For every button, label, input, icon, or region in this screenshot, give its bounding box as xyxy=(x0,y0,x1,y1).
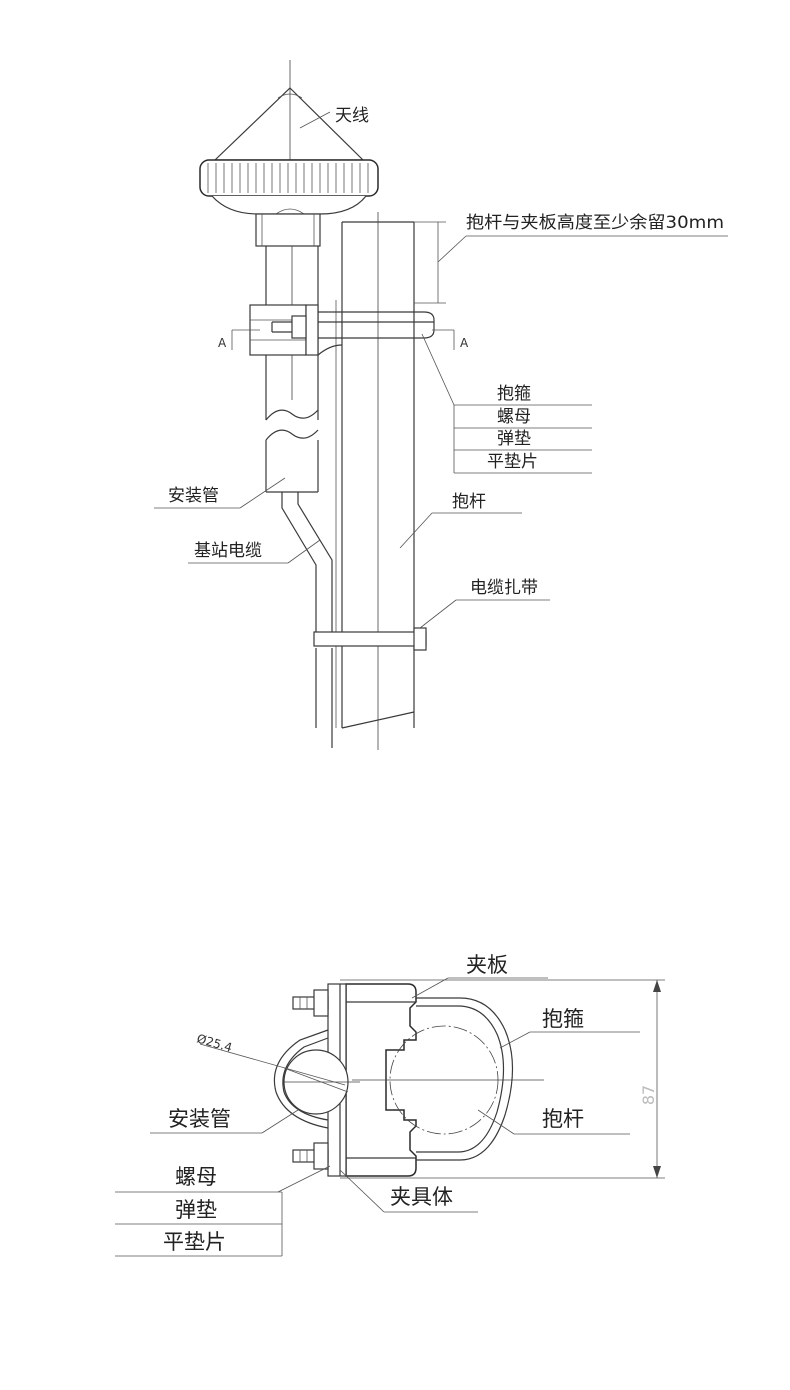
section-a-markers: A A xyxy=(218,329,469,350)
clearance-dimension xyxy=(414,221,728,304)
mount-tube-label: 安装管 xyxy=(168,486,219,506)
nut-section-label: 螺母 xyxy=(175,1165,217,1189)
cable-tie xyxy=(313,599,550,651)
pole-label: 抱杆 xyxy=(452,492,486,512)
flat-washer-label: 平垫片 xyxy=(487,452,538,472)
clamp-plate-label: 夹板 xyxy=(466,953,508,977)
clearance-note-label: 抱杆与夹板高度至少余留30mm xyxy=(466,213,724,233)
flat-washer-section-label: 平垫片 xyxy=(163,1230,226,1254)
antenna-ribs xyxy=(207,163,369,193)
u-bolt-section-label: 抱箍 xyxy=(542,1007,584,1031)
mount-tube-section-label: 安装管 xyxy=(168,1107,231,1131)
clamp-body-label: 夹具体 xyxy=(390,1185,453,1209)
mount-tube-section xyxy=(273,1029,360,1129)
bts-cable xyxy=(281,492,333,748)
section-mark-right: A xyxy=(460,336,469,350)
nut-label: 螺母 xyxy=(497,407,531,427)
bts-cable-label: 基站电缆 xyxy=(194,541,262,561)
leader-lines-bottom xyxy=(115,977,640,1257)
spring-washer-section-label: 弹垫 xyxy=(175,1198,217,1222)
cable-tie-label: 电缆扎带 xyxy=(470,578,538,598)
mount-tube xyxy=(265,246,319,493)
clamp-assembly xyxy=(249,304,435,356)
height-dimension-value: 87 xyxy=(639,1085,658,1105)
bolts xyxy=(292,989,329,1170)
antenna-label: 天线 xyxy=(335,106,369,126)
pole xyxy=(335,212,415,750)
spring-washer-label: 弹垫 xyxy=(497,429,531,449)
leader-lines-top xyxy=(154,111,522,564)
antenna xyxy=(199,60,379,247)
section-view: 87 xyxy=(115,953,665,1257)
section-mark-left: A xyxy=(218,336,227,350)
hardware-callout-table xyxy=(421,333,592,474)
u-bolt-label: 抱箍 xyxy=(497,384,531,404)
pole-section xyxy=(346,997,544,1161)
diameter-label: Ø25.4 xyxy=(195,1031,234,1054)
elevation-view: A A xyxy=(154,60,728,750)
height-dimension: 87 xyxy=(340,979,665,1179)
pole-section-label: 抱杆 xyxy=(542,1107,584,1131)
